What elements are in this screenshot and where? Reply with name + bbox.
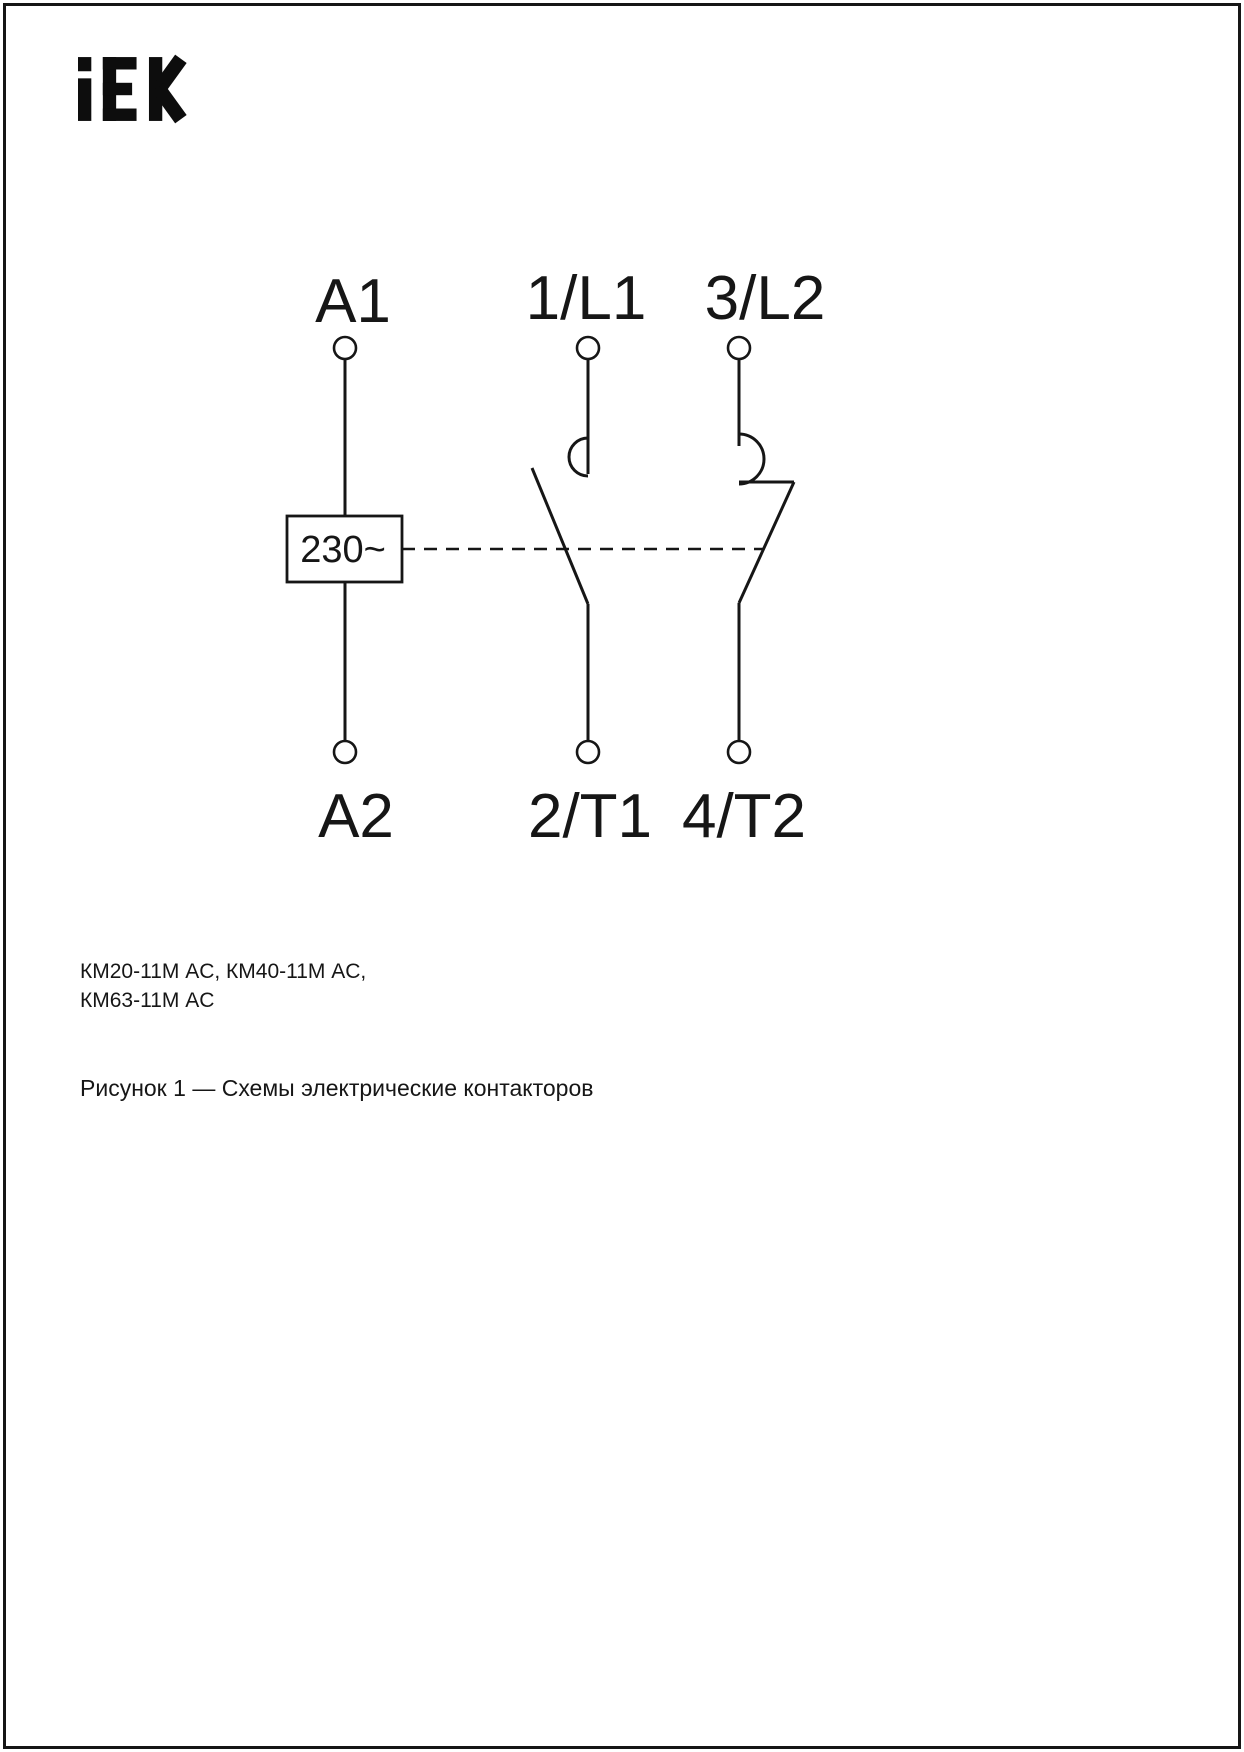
logo-e-mid-bar (102, 82, 133, 96)
iek-logo-glyphs (78, 54, 187, 124)
coil-voltage-label: 230~ (300, 529, 386, 571)
iek-logo (78, 54, 187, 124)
terminal-label-a1: A1 (315, 267, 391, 336)
logo-i-dot (78, 57, 92, 72)
figure-caption: Рисунок 1 — Схемы электрические контакто… (80, 1075, 594, 1101)
pole1-moving-contact (530, 467, 590, 605)
terminal-label-3l2: 3/L2 (705, 264, 826, 333)
pole2-fixed-contact-arc (738, 432, 766, 486)
terminal-2t1-circle (575, 739, 601, 765)
model-list-line1: КМ20-11М AC, КМ40-11М AC, (80, 960, 367, 983)
model-list-line2: КМ63-11М AC (80, 989, 215, 1012)
logo-e-top-bar (102, 57, 137, 70)
logo-e-bottom-bar (102, 108, 137, 121)
model-list: КМ20-11М AC, КМ40-11М AC, КМ63-11М AC (80, 957, 366, 1015)
logo-i-stem (78, 78, 92, 121)
terminal-a2-circle (332, 739, 358, 765)
terminal-1l1-circle (575, 335, 601, 361)
terminal-3l2-circle (726, 335, 752, 361)
terminal-label-2t1: 2/T1 (528, 782, 652, 851)
contactor-schematic: A1 1/L1 3/L2 A2 2/T1 4/T2 230~ (285, 264, 826, 851)
logo-k-lower-arm (152, 83, 187, 124)
terminal-label-1l1: 1/L1 (526, 264, 647, 333)
terminal-4t2-circle (726, 739, 752, 765)
pole1-fixed-contact-arc (567, 436, 589, 478)
pole2-moving-contact (737, 481, 796, 604)
terminal-label-4t2: 4/T2 (682, 782, 806, 851)
document-page: A1 1/L1 3/L2 A2 2/T1 4/T2 230~ КМ20-11М … (3, 3, 1241, 1749)
terminal-label-a2: A2 (318, 782, 394, 851)
terminal-a1-circle (332, 335, 358, 361)
